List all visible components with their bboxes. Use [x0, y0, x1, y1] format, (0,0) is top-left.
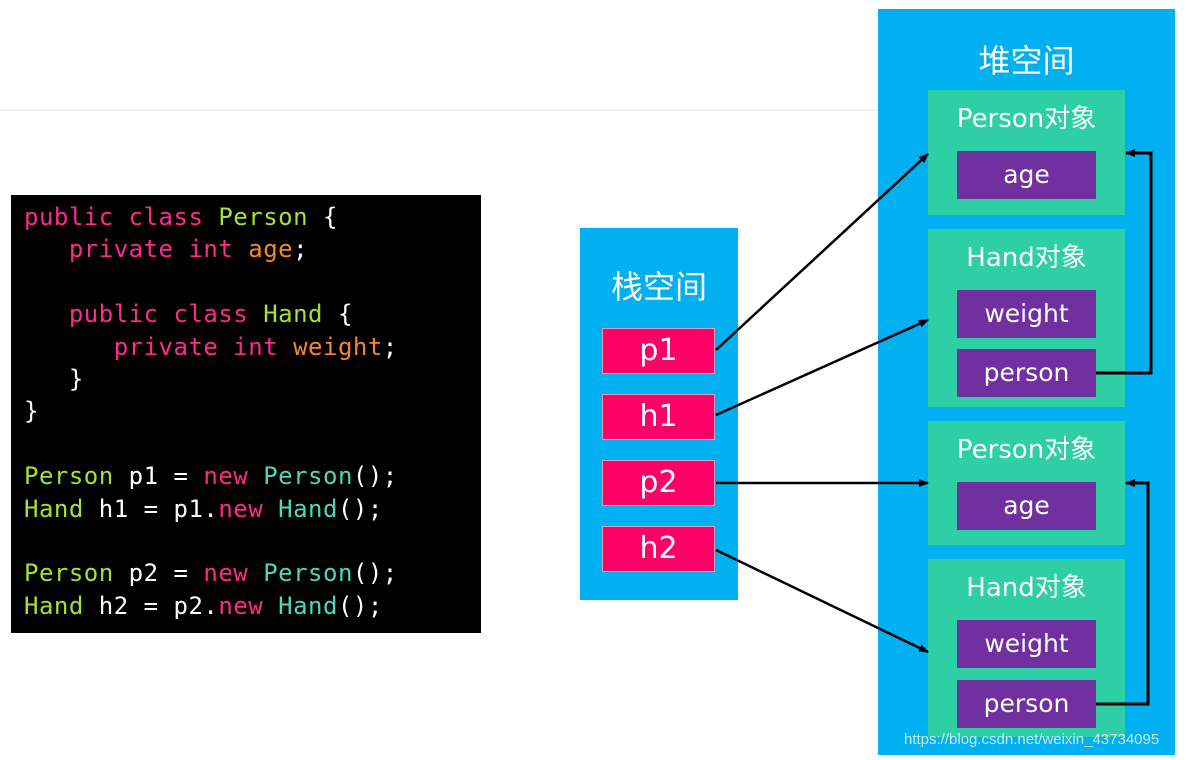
object-title: Hand对象: [966, 573, 1087, 603]
code-token: Person: [263, 462, 353, 491]
code-line: private int weight;: [24, 331, 481, 363]
code-line: private int age;: [24, 233, 481, 265]
code-text: public class Person { private int age; p…: [24, 201, 481, 622]
field-weight: weight: [957, 290, 1096, 338]
code-token: ;: [293, 235, 309, 264]
field-weight: weight: [957, 620, 1096, 668]
code-token: ();: [337, 494, 383, 523]
divider: [0, 109, 878, 111]
code-token: age: [248, 235, 294, 264]
code-token: {: [323, 203, 338, 231]
code-token: new: [203, 559, 264, 588]
code-token: Hand: [263, 300, 338, 329]
stack-ref-p2: p2: [602, 460, 715, 506]
code-token: Hand: [24, 494, 99, 523]
arrow-h2: [715, 548, 929, 654]
code-token: }: [24, 397, 39, 426]
code-token: p1 =: [128, 462, 204, 491]
code-line: public class Hand {: [24, 298, 481, 330]
code-line: }: [24, 363, 481, 395]
code-token: Person: [263, 559, 353, 588]
code-token: h2 = p2.: [98, 591, 219, 620]
code-token: ();: [352, 462, 398, 491]
code-token: public class: [68, 300, 264, 329]
code-token: ;: [382, 332, 398, 361]
arrow-h1: [715, 318, 929, 417]
code-line: Hand h1 = p1.new Hand();: [24, 493, 481, 525]
code-token: Hand: [278, 591, 338, 620]
code-token: public class: [24, 203, 219, 231]
stack-ref-h1: h1: [602, 394, 715, 440]
code-token: }: [24, 364, 84, 393]
watermark: https://blog.csdn.net/weixin_43734095: [904, 731, 1160, 748]
code-token: h1 = p1.: [98, 494, 219, 523]
field-age: age: [957, 482, 1096, 530]
heap-title: 堆空间: [978, 42, 1075, 80]
arrow-outer-ref-1: [1096, 149, 1153, 375]
code-line: Person p1 = new Person();: [24, 460, 481, 492]
field-person: person: [957, 680, 1096, 728]
stack-ref-h2: h2: [602, 526, 715, 572]
field-age: age: [957, 151, 1096, 199]
code-token: Person: [24, 559, 129, 588]
code-line: Person p2 = new Person();: [24, 557, 481, 589]
code-token: new: [203, 462, 264, 491]
code-token: Hand: [24, 591, 99, 620]
field-person: person: [957, 349, 1096, 397]
object-title: Hand对象: [966, 243, 1087, 273]
code-token: Hand: [278, 494, 338, 523]
code-token: {: [337, 300, 353, 329]
code-token: Person: [218, 203, 323, 231]
object-title: Person对象: [956, 435, 1097, 465]
object-title: Person对象: [956, 104, 1097, 134]
code-token: new: [218, 591, 279, 620]
code-token: new: [218, 494, 279, 523]
code-token: private int: [68, 235, 249, 264]
arrow-p1: [715, 153, 929, 351]
code-block: public class Person { private int age; p…: [11, 195, 481, 633]
code-token: p2 =: [128, 559, 204, 588]
stack-title: 栈空间: [610, 268, 707, 306]
code-token: Person: [24, 462, 129, 491]
code-token: weight: [293, 332, 383, 361]
code-line: }: [24, 395, 481, 427]
stack-ref-p1: p1: [602, 328, 715, 374]
code-line: public class Person {: [24, 201, 481, 233]
code-line: Hand h2 = p2.new Hand();: [24, 590, 481, 622]
code-token: private int: [113, 332, 294, 361]
arrow-outer-ref-2: [1096, 479, 1150, 706]
code-token: ();: [352, 559, 398, 588]
code-token: ();: [337, 591, 383, 620]
